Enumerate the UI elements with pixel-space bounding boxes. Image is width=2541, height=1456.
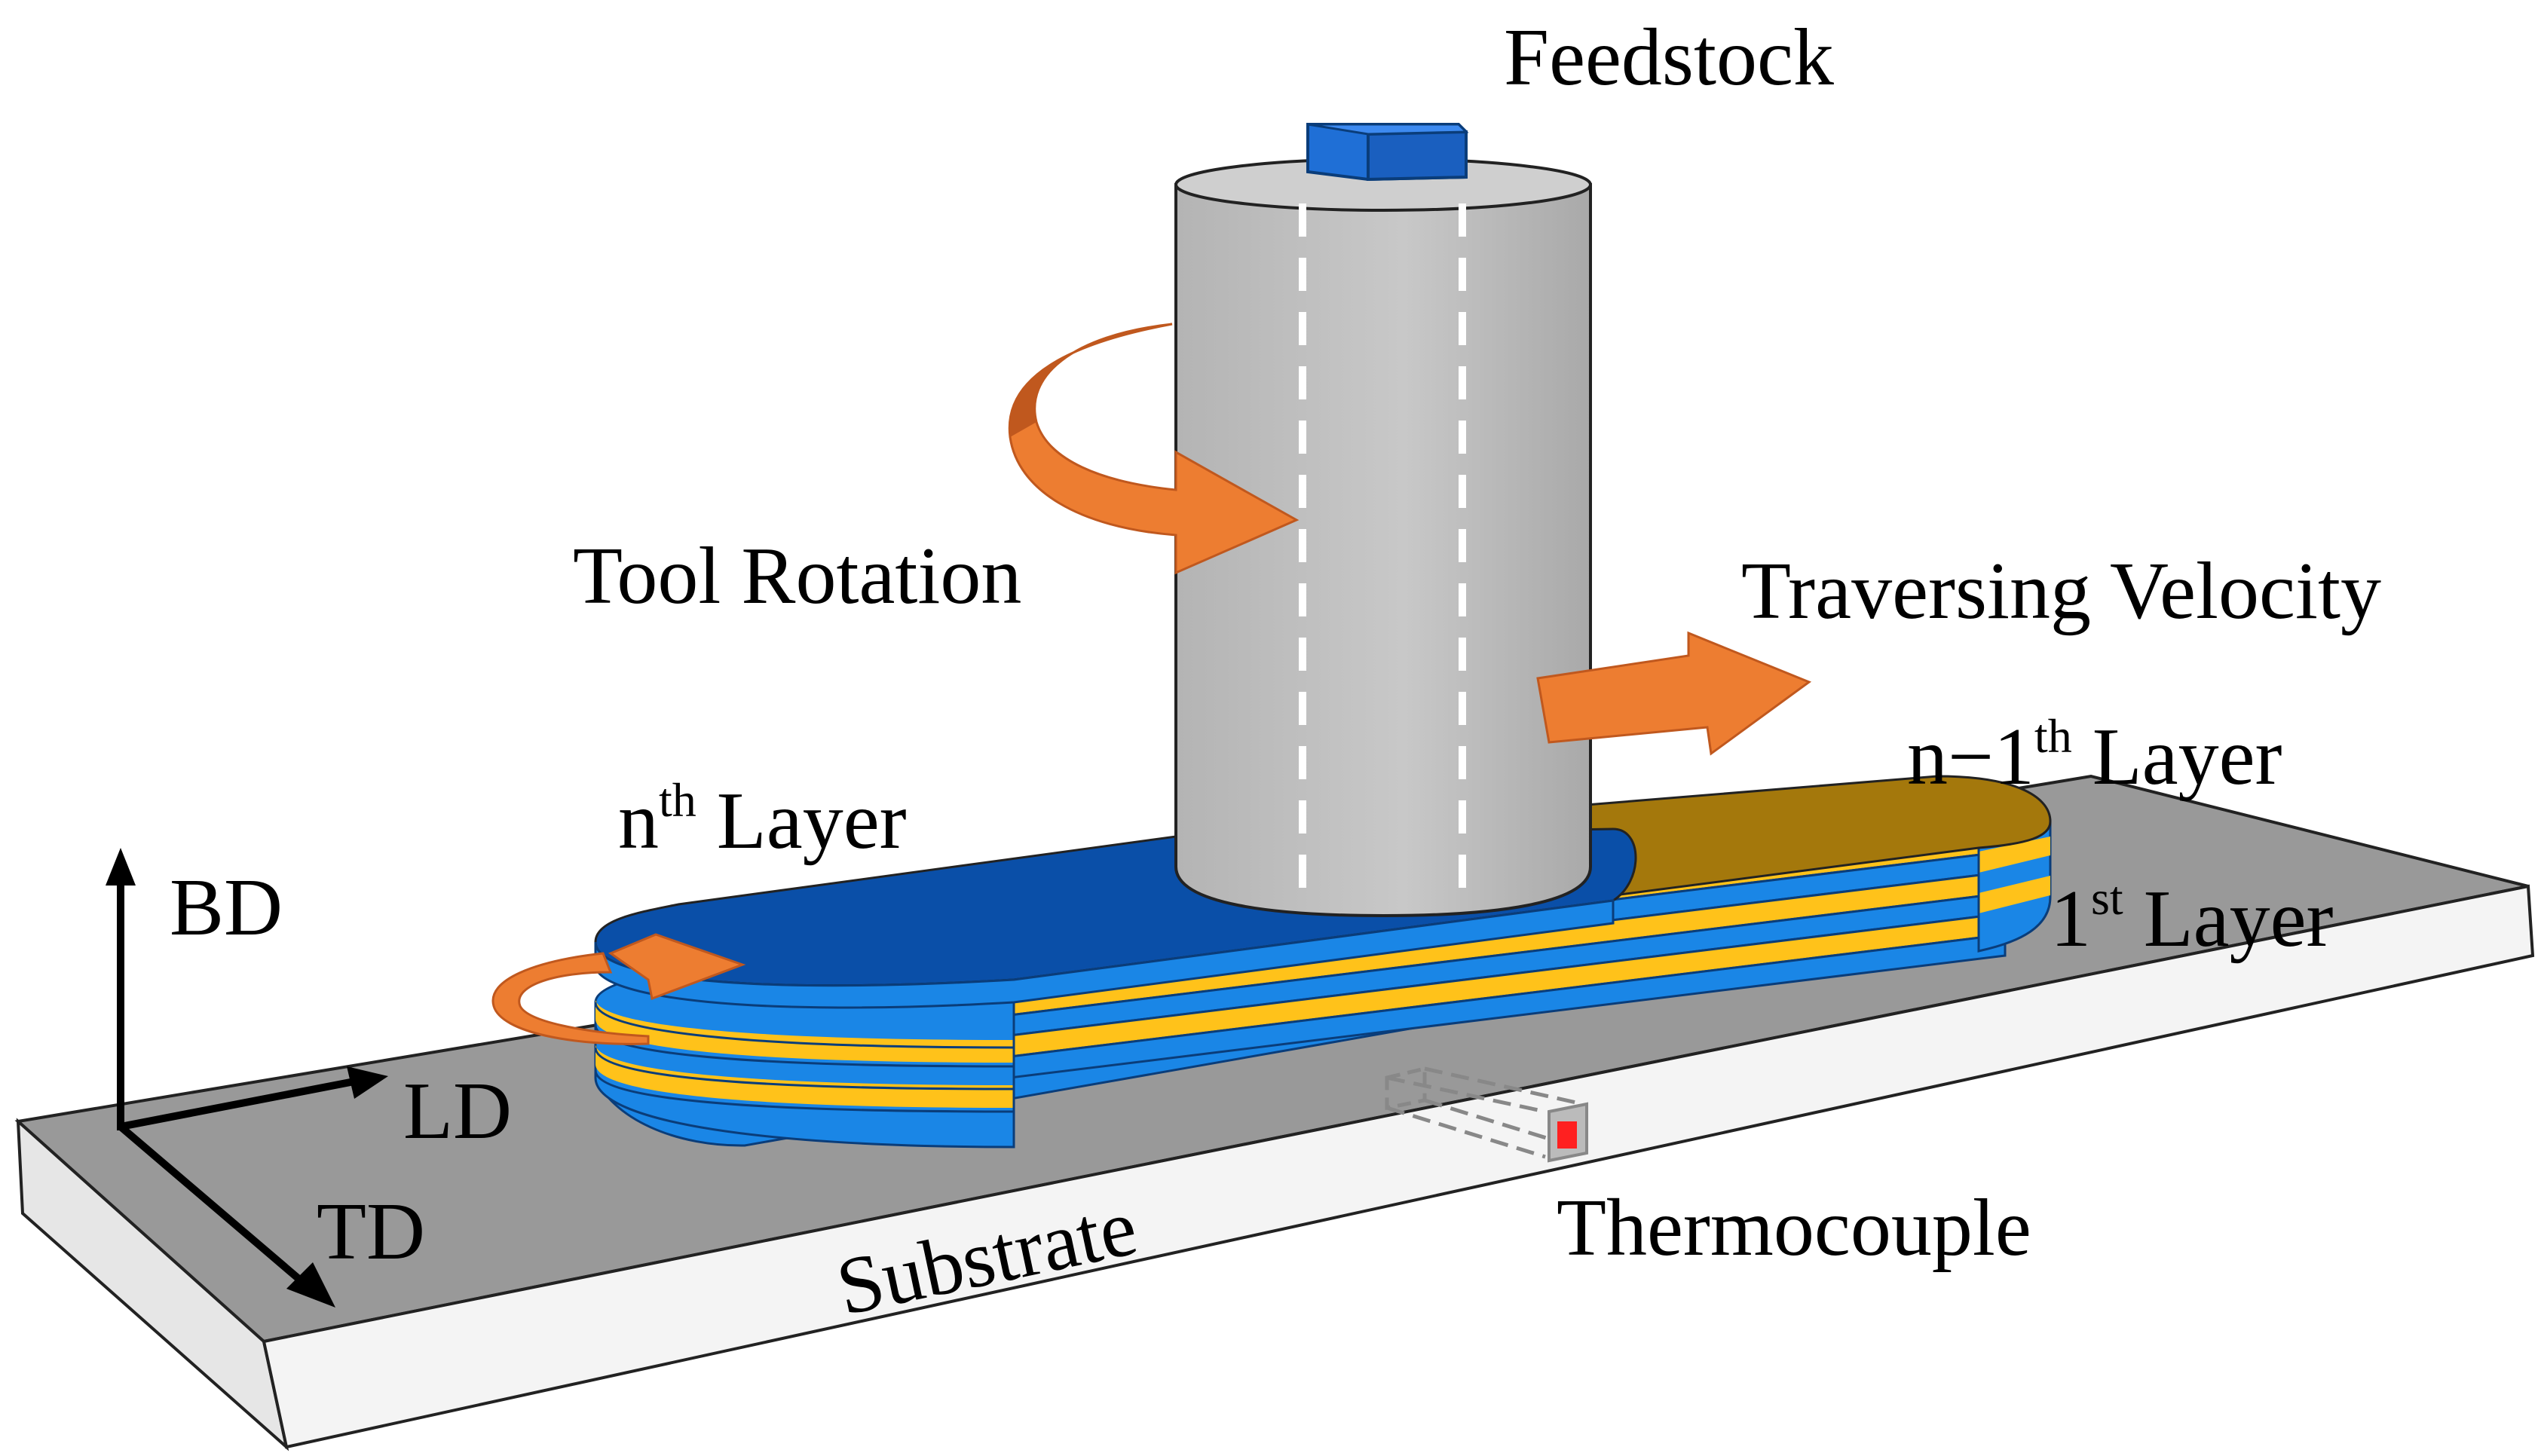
layer-n-minus-1-top [1544,775,2052,906]
feedstock-label: Feedstock [1504,13,1834,102]
td-axis-line [118,1124,305,1284]
bd-axis-label: BD [170,863,283,953]
substrate-side-face [262,884,2535,1449]
nth-layer-word: Layer [696,776,907,866]
ld-arrowhead [347,1066,388,1099]
thermocouple [1385,1066,1588,1163]
first-layer-sup: st [2091,871,2123,925]
traversing-velocity-label: Traversing Velocity [1741,546,2381,636]
nth-layer-label: nth Layer [618,773,907,866]
thermocouple-tip [1557,1121,1577,1149]
tool-body [1174,183,1592,918]
nth-layer-base: n [618,776,659,866]
thermocouple-label: Thermocouple [1557,1183,2031,1273]
tool-rotation-arrow [1008,323,1300,575]
coordinate-axes [106,848,388,1308]
nth-layer-sup: th [659,773,696,827]
ld-axis-line [120,1078,355,1130]
tool-cylinder [1174,158,1592,918]
first-layer-base: 1 [2050,874,2091,964]
first-layer-label: 1st Layer [2050,871,2334,964]
feedstock-cap [1306,123,1469,182]
td-arrowhead [286,1262,335,1308]
layer-rotation-arrow [491,933,746,1045]
n-minus-1-layer-label: n−1th Layer [1907,709,2282,802]
first-layer-word: Layer [2123,874,2334,964]
n-minus-1-layer-base: n−1 [1907,712,2034,802]
n-minus-1-layer-sup: th [2034,709,2072,763]
td-axis-label: TD [317,1187,425,1277]
n-minus-1-layer-word: Layer [2072,712,2282,802]
ld-axis-label: LD [403,1066,512,1156]
layer-stack [594,775,2052,1149]
tool-rotation-label: Tool Rotation [573,531,1021,621]
traversing-velocity-arrow [1536,631,1812,756]
bd-arrowhead [106,848,136,886]
